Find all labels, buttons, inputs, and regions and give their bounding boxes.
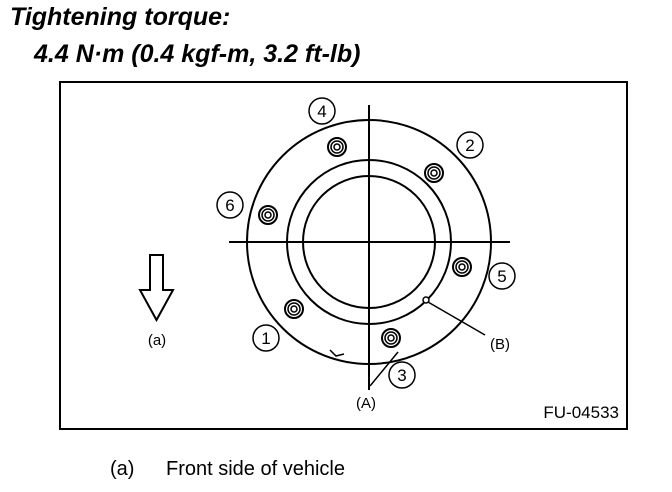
torque-value: 4.4 N·m (0.4 kgf-m, 3.2 ft-lb) [34, 40, 361, 68]
arrow-label-a: (a) [148, 332, 166, 349]
leader-line-a [369, 351, 399, 387]
seq-circle-5 [488, 262, 516, 290]
seq-number-6: 6 [225, 196, 234, 215]
legend-key: (a) [110, 458, 135, 480]
seq-number-3: 3 [397, 366, 406, 385]
seq-circle-6 [216, 191, 244, 219]
seq-number-5: 5 [497, 267, 506, 286]
bolt-4 [327, 137, 347, 157]
legend: (a) Front side of vehicle [110, 458, 345, 481]
seq-number-1: 1 [261, 329, 270, 348]
figure-code: FU-04533 [543, 403, 619, 422]
bolt-1 [284, 299, 304, 319]
seq-circle-2 [456, 131, 484, 159]
torque-title: Tightening torque: [10, 3, 231, 31]
seq-circle-3 [388, 361, 416, 389]
bolt-2 [424, 163, 444, 183]
seq-number-2: 2 [465, 136, 474, 155]
front-direction-arrow-icon [138, 254, 175, 323]
mark-b-point [422, 296, 430, 304]
label-b: (B) [490, 336, 510, 353]
bolt-3 [381, 328, 401, 348]
legend-text: Front side of vehicle [166, 458, 345, 480]
label-a: (A) [356, 395, 376, 412]
seq-circle-1 [252, 324, 280, 352]
diagram-frame [59, 81, 628, 430]
flange-notch [329, 349, 345, 357]
bolt-6 [258, 205, 278, 225]
bolt-5 [452, 257, 472, 277]
seq-number-4: 4 [317, 102, 326, 121]
leader-line-b [427, 301, 486, 336]
seq-circle-4 [308, 97, 336, 125]
